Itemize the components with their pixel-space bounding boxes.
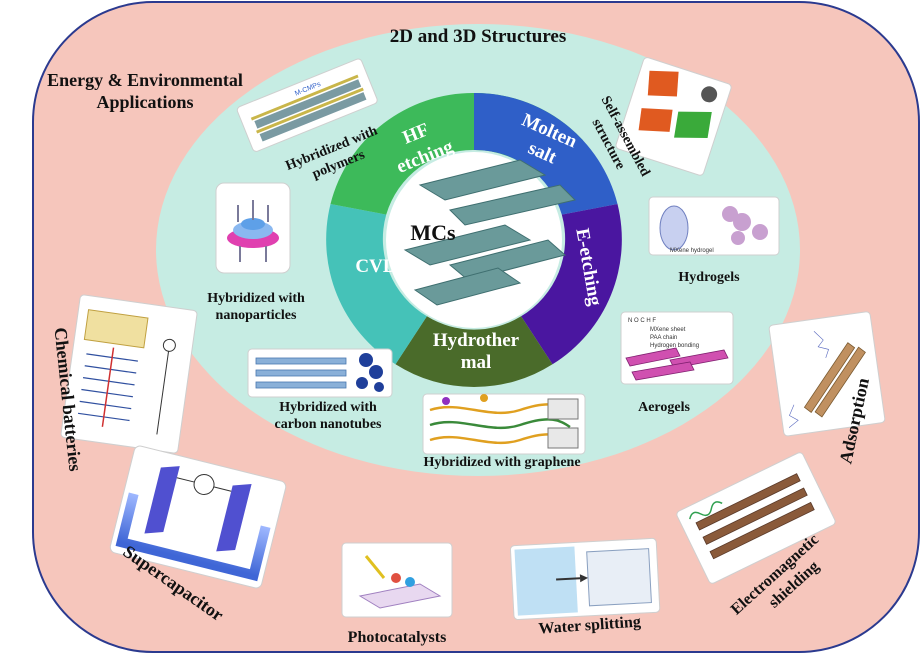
segment-hf-etching-left bbox=[330, 92, 474, 215]
hydrogels-label: Hydrogels bbox=[678, 270, 740, 285]
title-2d-3d: 2D and 3D Structures bbox=[390, 26, 566, 47]
hydrothermal-label-line2: mal bbox=[461, 352, 492, 373]
outer-label-line2: Applications bbox=[96, 92, 193, 112]
nanoparticles-label-line2: nanoparticles bbox=[216, 308, 297, 323]
aerogels-legend-3: Hydrogen bonding bbox=[650, 343, 699, 349]
photocatalysts-thumbnail bbox=[341, 542, 453, 618]
segment-molten-salt bbox=[474, 92, 618, 215]
em-shielding-thumbnail bbox=[676, 452, 836, 584]
cnt-label-line1: Hybridized with bbox=[279, 400, 377, 415]
carbon-nanotubes-thumbnail bbox=[247, 348, 393, 398]
segment-hydrothermal bbox=[395, 316, 553, 388]
nanoparticles-thumbnail bbox=[215, 182, 291, 274]
aerogels-thumbnail: N O C H F MXene sheet PAA chain Hydrogen… bbox=[620, 311, 734, 385]
cvd-label: CVD bbox=[355, 256, 396, 277]
chemical-batteries-thumbnail bbox=[60, 294, 198, 454]
adsorption-thumbnail bbox=[768, 311, 886, 437]
cnt-label-line2: carbon nanotubes bbox=[275, 417, 383, 432]
mxene-sheets-illustration bbox=[403, 159, 576, 306]
mxene-core: MCs bbox=[386, 152, 576, 328]
self-assembled-thumbnail bbox=[615, 57, 732, 176]
nanoparticles-label-line1: Hybridized with bbox=[207, 291, 305, 306]
core-label: MCs bbox=[410, 220, 456, 245]
supercapacitor-thumbnail bbox=[109, 445, 287, 589]
hydrogels-thumb-text: MXene hydrogel bbox=[670, 248, 714, 254]
segment-e-etching bbox=[521, 204, 622, 365]
synthesis-ring bbox=[326, 92, 622, 388]
aerogels-legend-2: PAA chain bbox=[650, 335, 677, 341]
aerogels-legend-1: MXene sheet bbox=[650, 327, 686, 333]
hydrogels-thumbnail: MXene hydrogel bbox=[648, 196, 780, 256]
water-splitting-thumbnail bbox=[509, 537, 661, 621]
segment-cvd bbox=[326, 204, 427, 365]
graphene-label: Hybridized with graphene bbox=[423, 455, 580, 470]
aerogels-atoms: N O C H F bbox=[628, 318, 656, 324]
photocatalysts-label: Photocatalysts bbox=[348, 629, 447, 646]
graphene-thumbnail bbox=[422, 393, 586, 455]
polymers-thumbnail: M-CMPs bbox=[236, 58, 378, 152]
hydrothermal-label-line1: Hydrother bbox=[433, 330, 520, 351]
aerogels-label: Aerogels bbox=[638, 400, 690, 415]
outer-label-line1: Energy & Environmental bbox=[47, 70, 243, 90]
